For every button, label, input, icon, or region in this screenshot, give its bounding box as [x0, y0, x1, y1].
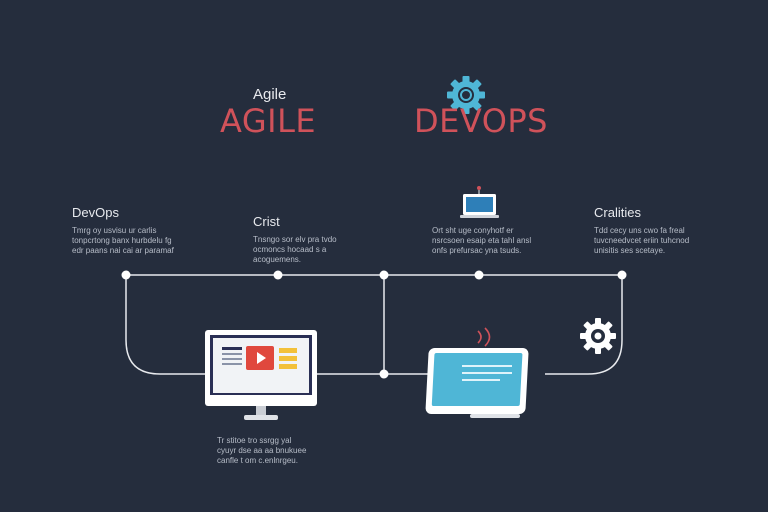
node-title-cralities: Cralities [594, 205, 641, 220]
node-description: Tnsngo sor elv pra tvdo ocmoncs hocaad s… [253, 235, 337, 264]
node-description: Ort sht uge conyhotf er nsrcsoen esaip e… [432, 226, 532, 255]
connector-right-loop [545, 275, 623, 375]
agile-title: AGILE [220, 102, 317, 140]
desktop-monitor-icon [205, 330, 317, 420]
gear-icon [580, 318, 616, 354]
timeline-dot [121, 270, 131, 280]
timeline-dot [617, 270, 627, 280]
gear-icon [447, 76, 485, 114]
node-title-crist: Crist [253, 214, 280, 229]
devops-title: DEVOPS [414, 102, 548, 140]
connector-left-loop [125, 275, 205, 375]
timeline-dot [379, 270, 389, 280]
timeline-dot [273, 270, 283, 280]
node-title-devops: DevOps [72, 205, 119, 220]
timeline-dot [474, 270, 484, 280]
node-description: Tmrg oy usvisu ur carlis tonpcrtong banx… [72, 226, 174, 255]
laptop-icon [460, 186, 499, 218]
bottom-description: Tr stitoe tro ssrgg yal cyuyr dse aa aa … [217, 436, 307, 465]
agile-subtitle: Agile [253, 86, 287, 103]
tablet-icon [425, 327, 529, 418]
timeline-dot [379, 369, 389, 379]
node-description: Tdd cecy uns cwo fa freal tuvcneedvcet e… [594, 226, 690, 255]
